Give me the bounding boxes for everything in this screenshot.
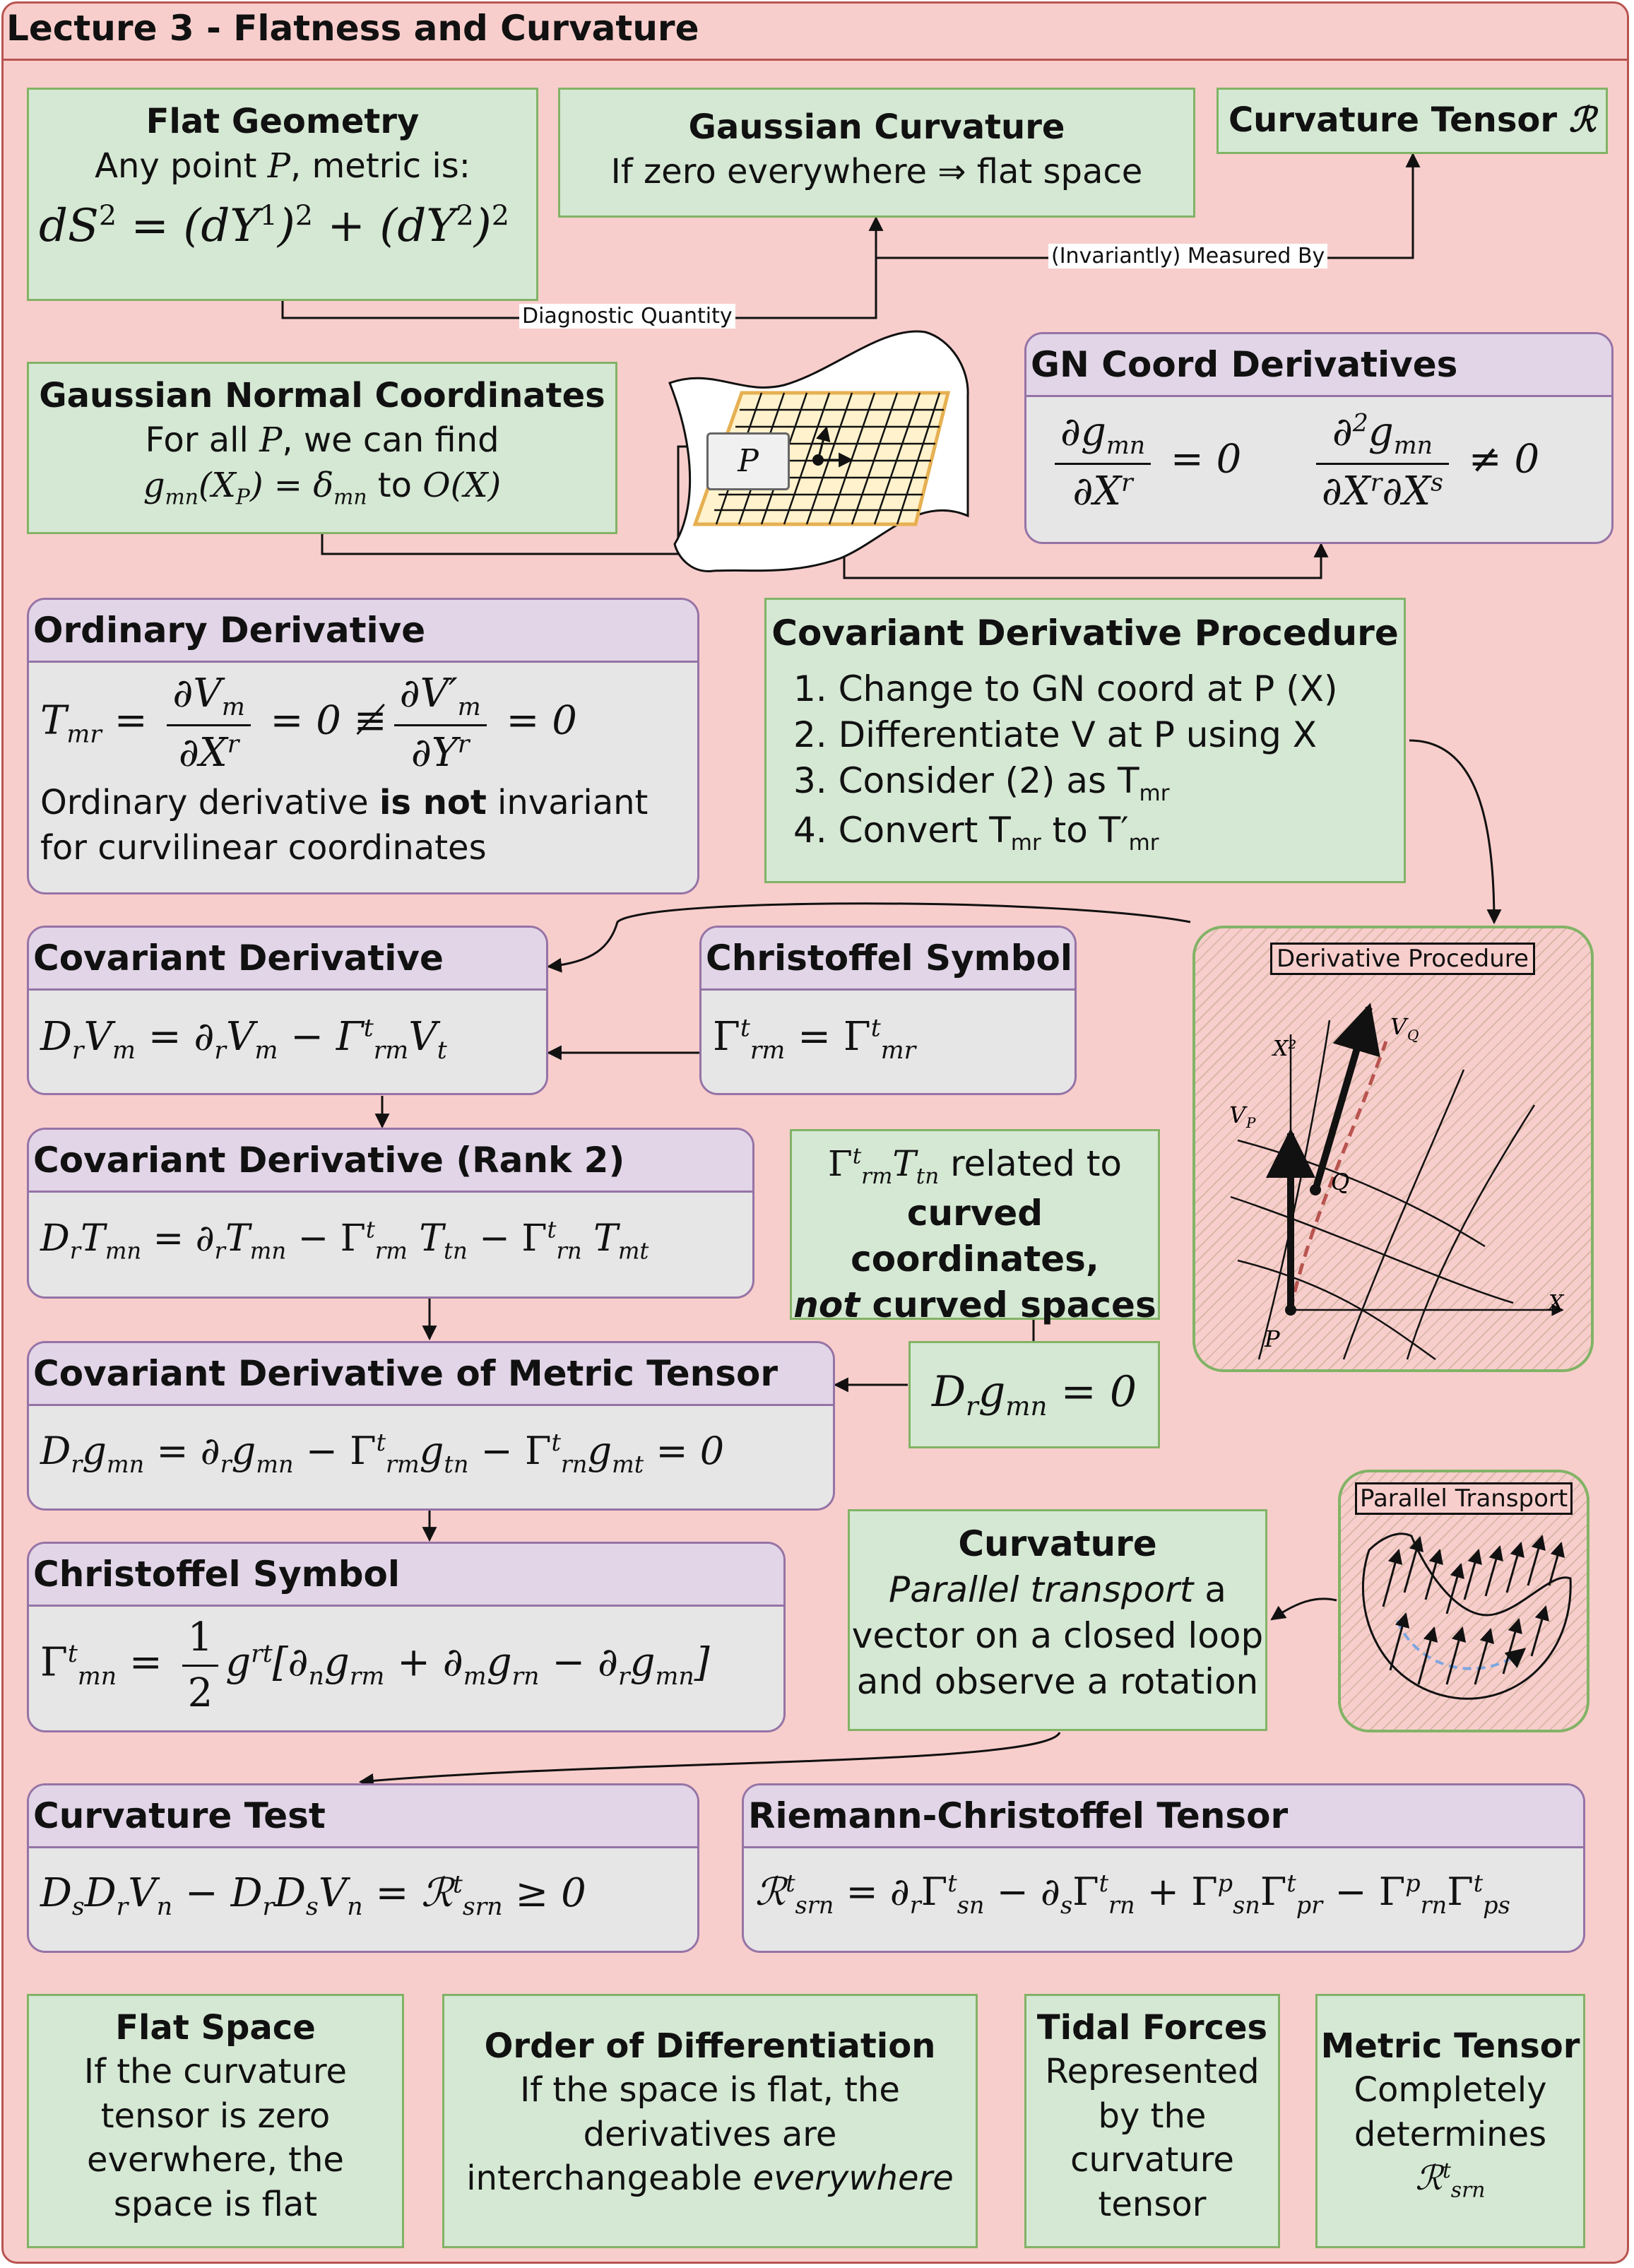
flat-geometry-point: P: [267, 146, 291, 187]
flat-space-box: Flat Space If the curvature tensor is ze…: [27, 1994, 404, 2248]
covariant-rank2-heading: Covariant Derivative (Rank 2): [29, 1130, 752, 1193]
ordinary-derivative-equation: Tmr = ∂Vm∂Xr = 0 ≢∂V′m∂Yr = 0: [40, 667, 686, 780]
order-diff-box: Order of Differentiation If the space is…: [442, 1994, 978, 2248]
procedure-step-1: 1. Change to GN coord at P (X): [793, 668, 1338, 709]
metric-zero-equation: Drgmn = 0: [931, 1367, 1137, 1422]
christoffel-symmetry-equation: Γtrm = Γtmr: [713, 1014, 916, 1065]
flat-geometry-line-suffix: , metric is:: [290, 146, 470, 187]
related-note-box: ΓtrmTtn related to curved coordinates, n…: [790, 1129, 1160, 1325]
riemann-box: Riemann-Christoffel Tensor ℛtsrn = ∂rΓts…: [742, 1783, 1585, 1953]
gn-derivatives-heading: GN Coord Derivatives: [1026, 334, 1611, 397]
axis-x-label: X: [1547, 1291, 1565, 1316]
procedure-step-3: 3. Consider (2) as Tmr: [793, 760, 1170, 806]
metric-tensor-symbol: ℛtsrn: [1415, 2158, 1486, 2203]
metric-tensor-box: Metric Tensor Completely determines ℛtsr…: [1315, 1994, 1585, 2248]
christoffel-formula-heading: Christoffel Symbol: [29, 1544, 783, 1607]
curvature-tensor-box: Curvature Tensor ℛ: [1216, 88, 1608, 154]
gn-coordinates-heading: Gaussian Normal Coordinates: [39, 376, 605, 415]
procedure-step-4: 4. Convert Tmr to T′mr: [793, 810, 1159, 856]
edge-label-measured: (Invariantly) Measured By: [1048, 244, 1328, 268]
point-q-label: Q: [1331, 1169, 1349, 1195]
vp-label: V: [1229, 1101, 1248, 1128]
metric-derivative-heading: Covariant Derivative of Metric Tensor: [29, 1343, 833, 1406]
gn-coordinates-box: Gaussian Normal Coordinates For all P, w…: [27, 362, 617, 534]
covariant-derivative-heading: Covariant Derivative: [29, 928, 546, 991]
flat-metric-equation: dS2 = (dY1)2 + (dY2)2: [39, 199, 509, 252]
flat-geometry-line-prefix: Any point: [95, 146, 268, 187]
curvature-heading: Curvature: [958, 1523, 1157, 1564]
derivative-procedure-sketch: Derivative Procedure X X² V P V Q P Q: [1192, 926, 1594, 1372]
parallel-transport-plot: [1362, 1532, 1572, 1700]
christoffel-symmetry-box: Christoffel Symbol Γtrm = Γtmr: [699, 926, 1077, 1095]
vq-sub: Q: [1407, 1027, 1419, 1044]
tidal-heading: Tidal Forces: [1036, 2008, 1268, 2048]
metric-tensor-heading: Metric Tensor: [1320, 2026, 1580, 2066]
curvature-test-equation: DsDrVn − DrDsVn = ℛtsrn ≥ 0: [40, 1870, 586, 1922]
covariant-derivative-box: Covariant Derivative DrVm = ∂rVm − ΓtrmV…: [27, 926, 548, 1095]
parallel-transport-sketch: Parallel Transport: [1338, 1470, 1589, 1732]
title-divider: [4, 59, 1627, 61]
curvature-tensor-heading: Curvature Tensor: [1228, 100, 1569, 140]
metric-zero-box: Drgmn = 0: [908, 1341, 1160, 1448]
surface-point-label: P: [738, 443, 759, 479]
vp-sub: P: [1245, 1114, 1256, 1131]
flat-geometry-heading: Flat Geometry: [146, 102, 420, 141]
axis-y-label: X²: [1272, 1036, 1296, 1061]
curvature-tensor-symbol: ℛ: [1568, 100, 1597, 140]
covariant-derivative-equation: DrVm = ∂rVm − ΓtrmVt: [40, 1014, 447, 1065]
curvature-test-box: Curvature Test DsDrVn − DrDsVn = ℛtsrn ≥…: [27, 1783, 699, 1953]
gaussian-curvature-box: Gaussian Curvature If zero everywhere ⇒ …: [558, 88, 1195, 218]
metric-derivative-box: Covariant Derivative of Metric Tensor Dr…: [27, 1341, 835, 1511]
procedure-box: Covariant Derivative Procedure 1. Change…: [764, 598, 1406, 883]
derivative-procedure-label: Derivative Procedure: [1270, 943, 1535, 975]
parallel-transport-label: Parallel Transport: [1355, 1482, 1573, 1515]
covariant-rank2-equation: DrTmn = ∂rTmn − Γtrm Ttn − Γtrn Tmt: [40, 1216, 649, 1265]
gaussian-curvature-heading: Gaussian Curvature: [688, 107, 1065, 147]
gn-derivatives-box: GN Coord Derivatives ∂gmn∂Xr = 0 ∂2gmn∂X…: [1024, 332, 1614, 544]
curvature-test-heading: Curvature Test: [29, 1785, 697, 1848]
riemann-equation: ℛtsrn = ∂rΓtsn − ∂sΓtrn + ΓpsnΓtpr − Γpr…: [755, 1870, 1510, 1919]
page-title: Lecture 3 - Flatness and Curvature: [6, 8, 699, 49]
ordinary-derivative-heading: Ordinary Derivative: [29, 600, 697, 663]
derivative-procedure-plot: X X² V P V Q P Q: [1229, 1003, 1565, 1361]
gn-condition: gmn(XP) = δmn: [143, 465, 367, 510]
point-p-label: P: [1264, 1325, 1280, 1352]
flat-geometry-box: Flat Geometry Any point P, metric is: dS…: [27, 88, 538, 301]
christoffel-symmetry-heading: Christoffel Symbol: [701, 928, 1074, 991]
gaussian-curvature-text: If zero everywhere ⇒ flat space: [610, 152, 1143, 192]
ordinary-derivative-box: Ordinary Derivative Tmr = ∂Vm∂Xr = 0 ≢∂V…: [27, 598, 699, 894]
edge-label-diagnostic: Diagnostic Quantity: [519, 304, 735, 329]
metric-derivative-equation: Drgmn = ∂rgmn − Γtrmgtn − Γtrngmt = 0: [40, 1429, 725, 1478]
procedure-steps: 1. Change to GN coord at P (X) 2. Differ…: [766, 666, 1404, 858]
order-diff-heading: Order of Differentiation: [484, 2026, 936, 2066]
curvature-box: Curvature Parallel transport a vector on…: [848, 1509, 1267, 1731]
gn-derivatives-equation: ∂gmn∂Xr = 0 ∂2gmn∂Xr∂Xs ≠ 0: [1026, 397, 1611, 526]
procedure-step-2: 2. Differentiate V at P using X: [793, 714, 1317, 755]
covariant-rank2-box: Covariant Derivative (Rank 2) DrTmn = ∂r…: [27, 1128, 754, 1299]
riemann-heading: Riemann-Christoffel Tensor: [744, 1785, 1583, 1848]
related-note-bold: curved coordinates,: [851, 1193, 1099, 1280]
tidal-box: Tidal Forces Represented by the curvatur…: [1024, 1994, 1280, 2248]
flat-space-heading: Flat Space: [115, 2008, 316, 2048]
procedure-heading: Covariant Derivative Procedure: [771, 613, 1399, 654]
surface-point-box: P: [706, 432, 790, 490]
vq-label: V: [1390, 1013, 1409, 1040]
